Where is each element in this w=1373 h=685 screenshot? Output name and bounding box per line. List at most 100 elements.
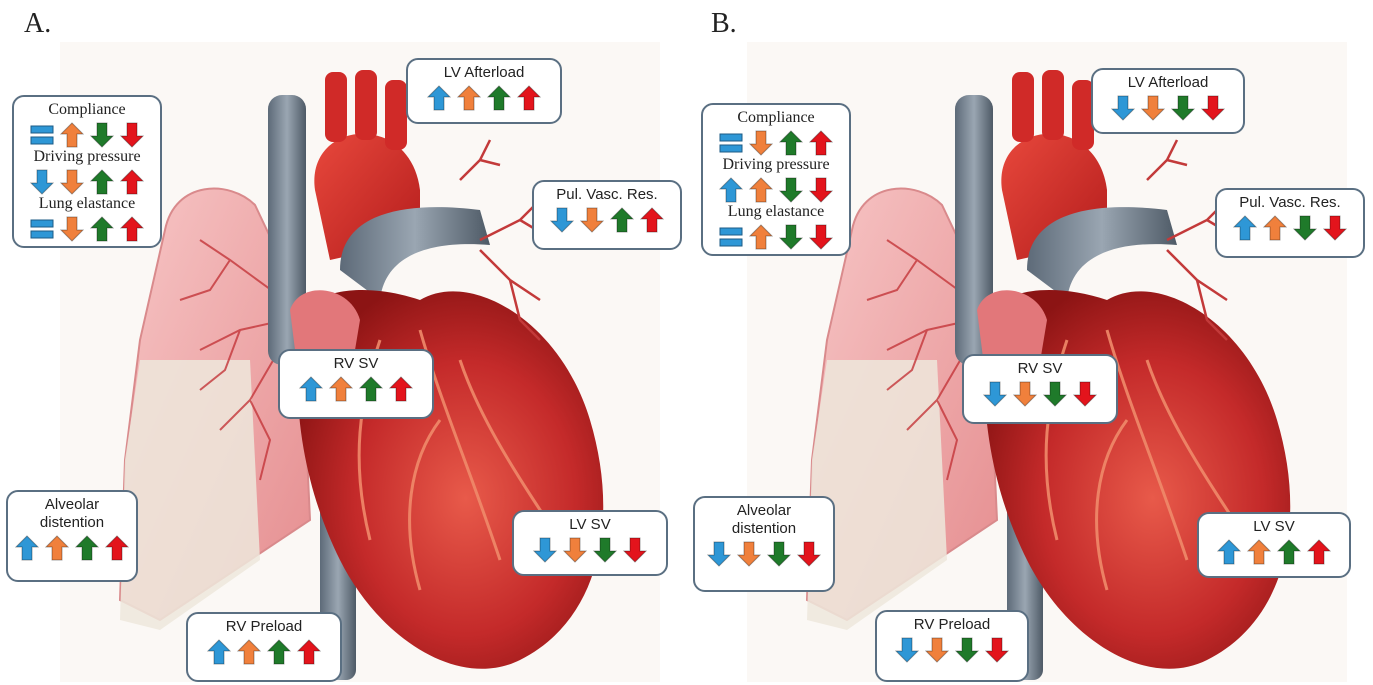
- arrow-up-icon: [45, 535, 69, 561]
- lv-sv-arrow-row: [518, 537, 662, 563]
- lv-sv-callout: LV SV: [1197, 512, 1351, 578]
- callout-label: Alveolar: [12, 496, 132, 514]
- callout-label: Driving pressure: [707, 156, 845, 174]
- arrow-down-icon: [60, 169, 84, 195]
- arrow-up-icon: [1307, 539, 1331, 565]
- arrow-down-icon: [1171, 95, 1195, 121]
- arrow-up-icon: [749, 177, 773, 203]
- arrow-up-icon: [90, 216, 114, 242]
- arrow-up-icon: [749, 224, 773, 250]
- callout-label: Compliance: [18, 101, 156, 119]
- rv-preload-callout: RV Preload: [186, 612, 342, 682]
- arrow-up-icon: [1263, 215, 1287, 241]
- callout-label: distention: [12, 514, 132, 532]
- lung-elastance-arrow-row: [707, 224, 845, 250]
- arrow-down-icon: [1043, 381, 1067, 407]
- arrow-up-icon: [1217, 539, 1241, 565]
- panel-letter: B.: [711, 8, 737, 40]
- arrow-down-icon: [809, 177, 833, 203]
- arrow-down-icon: [580, 207, 604, 233]
- arrow-up-icon: [297, 639, 321, 665]
- callout-label: Pul. Vasc. Res.: [538, 186, 676, 204]
- lv-sv-callout: LV SV: [512, 510, 668, 576]
- arrow-down-icon: [563, 537, 587, 563]
- rv-preload-arrow-row: [881, 637, 1023, 663]
- panel-letter: A.: [24, 8, 51, 40]
- arrow-down-icon: [623, 537, 647, 563]
- arrow-up-icon: [427, 85, 451, 111]
- arrow-down-icon: [90, 122, 114, 148]
- arrow-up-icon: [15, 535, 39, 561]
- arrow-up-icon: [487, 85, 511, 111]
- arrow-down-icon: [1141, 95, 1165, 121]
- callout-label: RV Preload: [881, 616, 1023, 634]
- callout-label: RV SV: [284, 355, 428, 373]
- callout-label: Compliance: [707, 109, 845, 127]
- equal-icon: [719, 224, 743, 250]
- arrow-down-icon: [120, 122, 144, 148]
- arrow-up-icon: [267, 639, 291, 665]
- arrow-down-icon: [1323, 215, 1347, 241]
- arrow-down-icon: [925, 637, 949, 663]
- callout-label: Pul. Vasc. Res.: [1221, 194, 1359, 212]
- rv-sv-arrow-row: [284, 376, 428, 402]
- rv-preload-callout: RV Preload: [875, 610, 1029, 682]
- arrow-down-icon: [550, 207, 574, 233]
- arrow-up-icon: [237, 639, 261, 665]
- arrow-down-icon: [767, 541, 791, 567]
- arrow-up-icon: [1277, 539, 1301, 565]
- driving-pressure-arrow-row: [18, 169, 156, 195]
- arrow-down-icon: [533, 537, 557, 563]
- rv-sv-callout: RV SV: [278, 349, 434, 419]
- arrow-up-icon: [809, 130, 833, 156]
- arrow-up-icon: [75, 535, 99, 561]
- callout-label: Alveolar: [699, 502, 829, 520]
- arrow-up-icon: [610, 207, 634, 233]
- callout-label: Lung elastance: [707, 203, 845, 221]
- lv-sv-arrow-row: [1203, 539, 1345, 565]
- arrow-down-icon: [737, 541, 761, 567]
- arrow-up-icon: [457, 85, 481, 111]
- rv-sv-callout: RV SV: [962, 354, 1118, 424]
- arrow-up-icon: [120, 216, 144, 242]
- arrow-down-icon: [1201, 95, 1225, 121]
- lv-afterload-callout: LV Afterload: [406, 58, 562, 124]
- arrow-down-icon: [985, 637, 1009, 663]
- callout-label: LV Afterload: [412, 64, 556, 82]
- arrow-up-icon: [359, 376, 383, 402]
- lv-afterload-arrow-row: [1097, 95, 1239, 121]
- rv-sv-arrow-row: [968, 381, 1112, 407]
- arrow-up-icon: [1247, 539, 1271, 565]
- arrow-up-icon: [299, 376, 323, 402]
- lv-afterload-arrow-row: [412, 85, 556, 111]
- arrow-down-icon: [1293, 215, 1317, 241]
- pul-vasc-res-callout: Pul. Vasc. Res.: [532, 180, 682, 250]
- compliance-arrow-row: [18, 122, 156, 148]
- equal-icon: [30, 216, 54, 242]
- rv-preload-arrow-row: [192, 639, 336, 665]
- arrow-down-icon: [707, 541, 731, 567]
- arrow-down-icon: [30, 169, 54, 195]
- lv-afterload-callout: LV Afterload: [1091, 68, 1245, 134]
- arrow-up-icon: [120, 169, 144, 195]
- arrow-up-icon: [517, 85, 541, 111]
- arrow-up-icon: [207, 639, 231, 665]
- arrow-down-icon: [779, 177, 803, 203]
- arrow-down-icon: [1013, 381, 1037, 407]
- alveolar-distention-arrow-row: [699, 541, 829, 567]
- callout-label: Lung elastance: [18, 195, 156, 213]
- arrow-up-icon: [329, 376, 353, 402]
- arrow-up-icon: [719, 177, 743, 203]
- compliance-arrow-row: [707, 130, 845, 156]
- callout-label: distention: [699, 520, 829, 538]
- callout-label: LV SV: [518, 516, 662, 534]
- arrow-up-icon: [389, 376, 413, 402]
- callout-label: Driving pressure: [18, 148, 156, 166]
- arrow-up-icon: [640, 207, 664, 233]
